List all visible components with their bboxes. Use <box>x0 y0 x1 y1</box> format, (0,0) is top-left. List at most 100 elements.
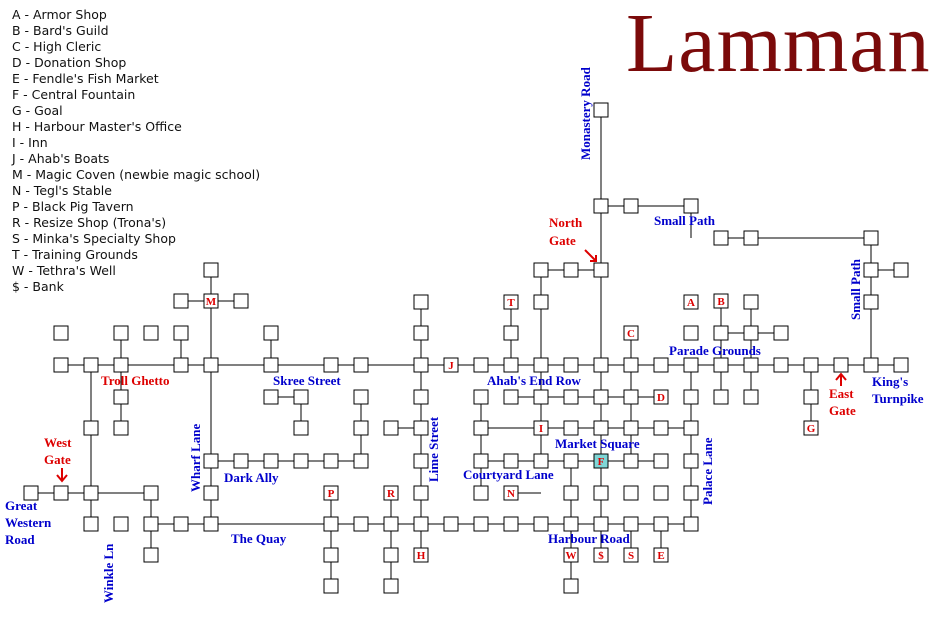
room-node <box>263 453 279 469</box>
legend-item: S - Minka's Specialty Shop <box>12 231 176 246</box>
legend-item: P - Black Pig Tavern <box>12 199 134 214</box>
room-node <box>53 357 69 373</box>
room-node <box>503 389 519 405</box>
location-marker-b: B <box>717 296 725 308</box>
west-gate-label: Gate <box>44 452 71 467</box>
room-node <box>533 389 549 405</box>
room-node <box>473 357 489 373</box>
location-marker-m: M <box>206 296 217 308</box>
east-gate-arrow-icon <box>835 372 847 386</box>
room-node <box>533 294 549 310</box>
room-node <box>713 293 729 309</box>
room-node <box>713 357 729 373</box>
room-node <box>323 357 339 373</box>
room-node <box>173 516 189 532</box>
legend-item: I - Inn <box>12 135 48 150</box>
room-node <box>533 357 549 373</box>
room-node <box>353 453 369 469</box>
room-node <box>443 357 459 373</box>
room-node <box>23 485 39 501</box>
room-node <box>113 389 129 405</box>
room-node <box>563 547 579 563</box>
room-node <box>803 420 819 436</box>
room-node <box>323 453 339 469</box>
room-node <box>593 547 609 563</box>
room-node <box>143 325 159 341</box>
room-node <box>323 516 339 532</box>
room-node <box>593 389 609 405</box>
room-node <box>293 389 309 405</box>
room-node <box>353 357 369 373</box>
room-node <box>863 357 879 373</box>
central-fountain-node <box>593 453 609 469</box>
room-node <box>653 485 669 501</box>
room-node <box>533 516 549 532</box>
room-node <box>623 420 639 436</box>
room-node <box>173 357 189 373</box>
room-node <box>113 325 129 341</box>
room-node <box>713 389 729 405</box>
room-node <box>533 420 549 436</box>
legend-item: N - Tegl's Stable <box>12 183 112 198</box>
room-node <box>503 357 519 373</box>
room-node <box>683 357 699 373</box>
room-node <box>623 389 639 405</box>
room-node <box>863 230 879 246</box>
street-label-palace-lane: Palace Lane <box>700 437 715 505</box>
room-node <box>413 325 429 341</box>
room-node <box>83 485 99 501</box>
legend-item: B - Bard's Guild <box>12 23 109 38</box>
street-label-ahabs-end-row: Ahab's End Row <box>487 373 582 388</box>
room-node <box>503 516 519 532</box>
room-node <box>83 357 99 373</box>
street-labels: Monastery Road Small Path Small Path Par… <box>5 66 924 603</box>
room-node <box>833 357 849 373</box>
location-marker-i: I <box>539 423 543 435</box>
location-marker-c: C <box>627 328 635 340</box>
location-marker-h: H <box>417 550 426 562</box>
street-label-kings-turnpike: King's <box>872 374 908 389</box>
room-node <box>203 516 219 532</box>
room-node <box>383 516 399 532</box>
room-node <box>593 262 609 278</box>
room-node <box>863 294 879 310</box>
room-node <box>473 389 489 405</box>
room-node <box>383 485 399 501</box>
room-node <box>263 357 279 373</box>
room-node <box>503 325 519 341</box>
location-marker-d: D <box>657 392 665 404</box>
east-gate-label: Gate <box>829 403 856 418</box>
room-node <box>503 453 519 469</box>
room-node <box>563 420 579 436</box>
legend-item: H - Harbour Master's Office <box>12 119 182 134</box>
room-node <box>353 389 369 405</box>
legend-item: T - Training Grounds <box>12 247 138 262</box>
room-node <box>683 198 699 214</box>
street-label-courtyard-lane: Courtyard Lane <box>463 467 554 482</box>
room-node <box>503 294 519 310</box>
street-label-the-quay: The Quay <box>231 531 287 546</box>
room-node <box>353 420 369 436</box>
room-node <box>683 485 699 501</box>
east-gate-label: East <box>829 386 854 401</box>
location-marker-g: G <box>807 423 816 435</box>
room-node <box>83 420 99 436</box>
room-node <box>683 389 699 405</box>
room-node <box>533 453 549 469</box>
room-node <box>863 262 879 278</box>
room-node <box>53 485 69 501</box>
room-node <box>233 293 249 309</box>
legend-item: $ - Bank <box>12 279 64 294</box>
room-node <box>533 262 549 278</box>
room-node <box>413 547 429 563</box>
room-nodes <box>23 102 909 594</box>
location-marker-f: F <box>598 456 605 468</box>
room-node <box>713 325 729 341</box>
room-node <box>623 357 639 373</box>
street-label-monastery-road: Monastery Road <box>578 66 593 160</box>
legend-item: A - Armor Shop <box>12 7 107 22</box>
street-label-lime-street: Lime Street <box>426 416 441 482</box>
street-label-kings-turnpike: Turnpike <box>872 391 924 406</box>
